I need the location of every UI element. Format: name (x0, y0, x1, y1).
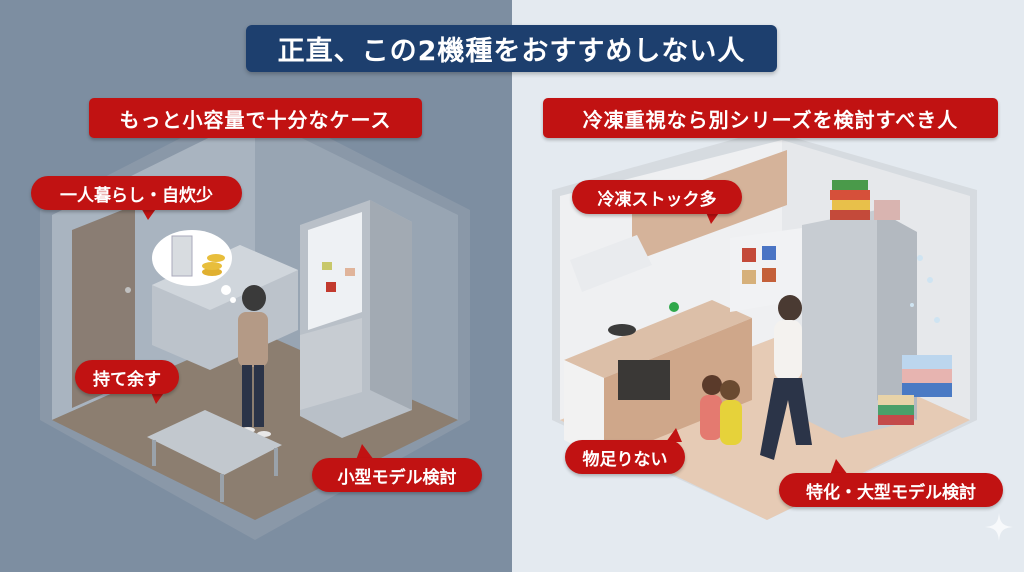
page-title: 正直、この2機種をおすすめしない人 (246, 25, 777, 72)
bubble-living-alone: 一人暮らし・自炊少 (31, 176, 242, 210)
sparkle-icon (985, 513, 1013, 541)
bubble-tail (666, 428, 682, 442)
left-heading: もっと小容量で十分なケース (89, 98, 422, 138)
bubble-too-much: 持て余す (75, 360, 179, 394)
bubble-tail (830, 459, 848, 475)
bubble-not-enough: 物足りない (565, 440, 685, 474)
bubble-tail (356, 444, 374, 460)
right-heading: 冷凍重視なら別シリーズを検討すべき人 (543, 98, 998, 138)
bubble-consider-small-model: 小型モデル検討 (312, 458, 482, 492)
bubble-consider-large-model: 特化・大型モデル検討 (779, 473, 1003, 507)
bubble-lots-of-frozen-stock: 冷凍ストック多 (572, 180, 742, 214)
